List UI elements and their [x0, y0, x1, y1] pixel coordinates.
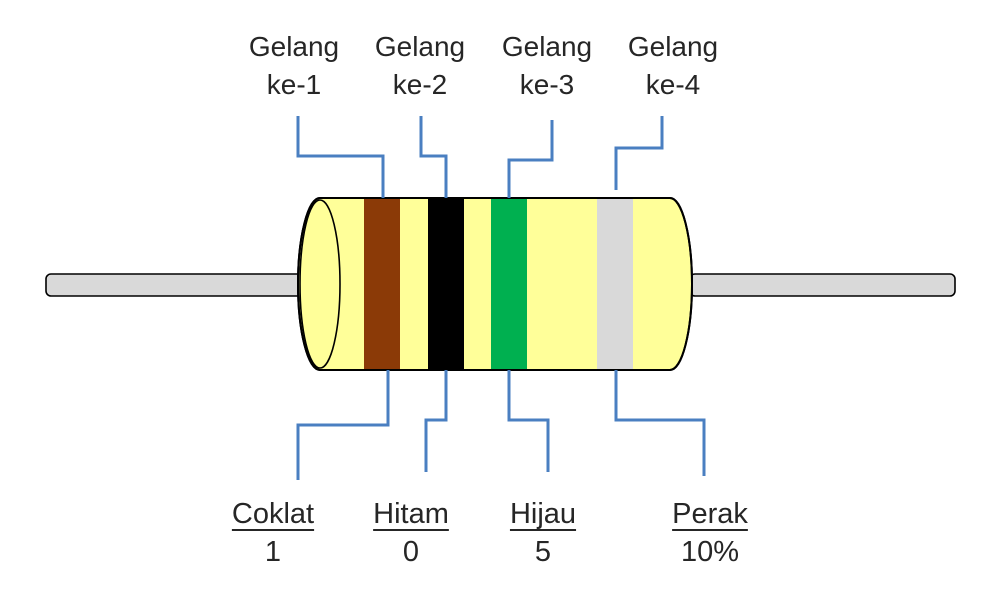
- resistor-outline: [297, 197, 693, 371]
- band-4-label-line2: ke-4: [645, 69, 701, 100]
- band-1-label-line1: Gelang: [248, 31, 340, 62]
- band-3-value: 5: [534, 536, 552, 568]
- band-1-value: 1: [264, 536, 282, 568]
- band-4-color-name: Perak: [672, 498, 748, 530]
- band-2-label: Gelang ke-2: [355, 28, 485, 104]
- band-2: [428, 199, 464, 369]
- resistor-end-cap: [299, 199, 341, 369]
- band-4-value: 10%: [680, 536, 740, 568]
- band-3: [491, 199, 527, 369]
- band-1-reading: Coklat 1: [208, 496, 338, 572]
- band-3-label: Gelang ke-3: [482, 28, 612, 104]
- band-3-reading: Hijau 5: [478, 496, 608, 572]
- band-4-label-line1: Gelang: [627, 31, 719, 62]
- band-2-color-name: Hitam: [373, 498, 449, 530]
- band-2-label-line2: ke-2: [392, 69, 448, 100]
- band-4-reading: Perak 10%: [645, 496, 775, 572]
- leader-line-band-4-top: [614, 116, 664, 190]
- band-2-value: 0: [402, 536, 420, 568]
- band-2-reading: Hitam 0: [346, 496, 476, 572]
- band-1: [364, 199, 400, 369]
- band-1-color-name: Coklat: [231, 498, 315, 530]
- band-2-label-line1: Gelang: [374, 31, 466, 62]
- leader-line-band-2-top: [419, 116, 448, 198]
- band-3-label-line2: ke-3: [519, 69, 575, 100]
- band-4: [597, 199, 633, 369]
- band-1-label-line2: ke-1: [266, 69, 322, 100]
- band-3-color-name: Hijau: [509, 498, 577, 530]
- leader-line-band-3-bottom: [507, 370, 550, 472]
- leader-line-band-4-bottom: [614, 370, 706, 476]
- leader-line-band-1-top: [296, 116, 385, 198]
- left-lead: [45, 273, 323, 297]
- band-4-label: Gelang ke-4: [608, 28, 738, 104]
- band-3-label-line1: Gelang: [501, 31, 593, 62]
- right-lead: [689, 273, 956, 297]
- leader-line-band-1-bottom: [296, 370, 390, 480]
- band-1-label: Gelang ke-1: [229, 28, 359, 104]
- leader-line-band-2-bottom: [424, 370, 448, 472]
- leader-line-band-3-top: [507, 120, 554, 198]
